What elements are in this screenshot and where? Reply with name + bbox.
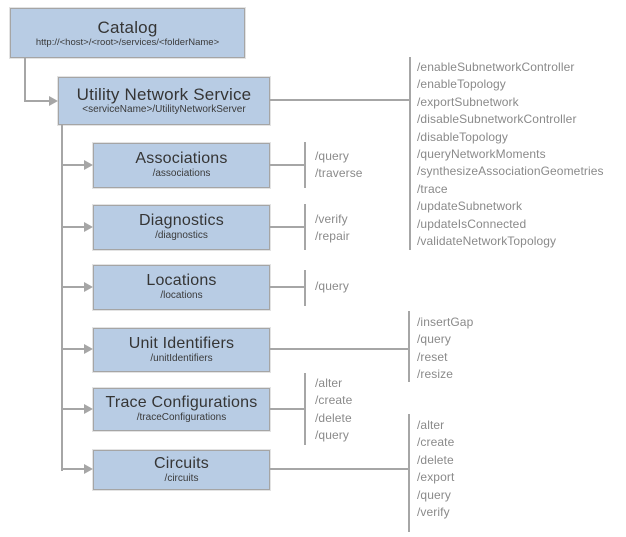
operation-label: /query	[315, 428, 349, 443]
operation-label: /enableSubnetworkController	[417, 60, 575, 74]
operation-label: /verify	[417, 505, 450, 520]
resource-title: Locations	[146, 272, 217, 290]
catalog-url: http://<host>/<root>/services/<folderNam…	[35, 36, 220, 48]
service-title: Utility Network Service	[76, 85, 252, 105]
operation-label: /validateNetworkTopology	[417, 234, 557, 249]
connector-locations-ops	[270, 286, 304, 288]
resource-path: /unitIdentifiers	[150, 352, 213, 364]
node-locations: Locations /locations	[93, 265, 270, 310]
operation-label: /resize	[417, 367, 454, 382]
resource-path: /locations	[160, 290, 203, 302]
catalog-title: Catalog	[97, 17, 158, 37]
connector-branch-trace-configurations	[63, 408, 85, 410]
arrowhead-icon	[84, 344, 93, 354]
diagnostics-operations-list: /verify /repair	[315, 211, 350, 246]
circuits-operations-list: /alter /create /delete /export /query /v…	[417, 417, 454, 521]
connector-catalog-vertical	[24, 58, 26, 102]
operation-label: /insertGap	[417, 315, 474, 329]
connector-diagnostics-ops	[270, 226, 304, 228]
arrowhead-icon	[84, 282, 93, 292]
node-associations: Associations /associations	[93, 143, 270, 188]
connector-branch-unit-identifiers	[63, 348, 85, 350]
arrowhead-icon	[84, 464, 93, 474]
bracket-diagnostics-ops	[304, 204, 306, 250]
connector-branch-diagnostics	[63, 226, 85, 228]
node-trace-configurations: Trace Configurations /traceConfiguration…	[93, 388, 270, 431]
node-unit-identifiers: Unit Identifiers /unitIdentifiers	[93, 328, 270, 372]
resource-title: Unit Identifiers	[128, 334, 235, 352]
bracket-associations-ops	[304, 142, 306, 188]
operation-label: /query	[417, 487, 451, 502]
connector-branch-locations	[63, 286, 85, 288]
operation-label: /query	[417, 332, 451, 347]
bracket-locations-ops	[304, 270, 306, 306]
bracket-unit-identifiers-ops	[408, 311, 410, 382]
locations-operations-list: /query	[315, 278, 349, 295]
operation-label: /queryNetworkMoments	[417, 147, 546, 162]
bracket-circuits-ops	[408, 414, 410, 532]
connector-branch-circuits	[63, 468, 85, 470]
service-path: <serviceName>/UtilityNetworkServer	[82, 104, 246, 116]
operation-label: /trace	[417, 181, 448, 196]
resource-path: /circuits	[164, 472, 199, 484]
resource-title: Circuits	[154, 454, 209, 472]
connector-trunk-vertical	[61, 125, 63, 471]
operation-label: /alter	[315, 376, 343, 390]
connector-unit-identifiers-ops	[270, 348, 408, 350]
operation-label: /updateIsConnected	[417, 216, 527, 231]
connector-circuits-ops	[270, 468, 408, 470]
resource-title: Associations	[135, 150, 228, 168]
operation-label: /enableTopology	[417, 77, 506, 92]
arrowhead-icon	[49, 96, 58, 106]
connector-service-ops	[270, 99, 409, 101]
operation-label: /disableTopology	[417, 129, 508, 144]
resource-title: Diagnostics	[139, 212, 224, 230]
connector-branch-associations	[63, 164, 85, 166]
arrowhead-icon	[84, 404, 93, 414]
arrowhead-icon	[84, 160, 93, 170]
resource-path: /diagnostics	[155, 230, 208, 242]
node-circuits: Circuits /circuits	[93, 450, 270, 490]
connector-associations-ops	[270, 164, 304, 166]
operation-label: /exportSubnetwork	[417, 94, 519, 109]
operation-label: /delete	[417, 452, 454, 467]
bracket-service-ops	[409, 57, 411, 250]
operation-label: /verify	[315, 212, 348, 226]
operation-label: /disableSubnetworkController	[417, 112, 577, 127]
service-operations-list: /enableSubnetworkController /enableTopol…	[417, 59, 604, 250]
operation-label: /alter	[417, 418, 445, 432]
operation-label: /create	[417, 435, 455, 450]
operation-label: /reset	[417, 349, 448, 364]
resource-path: /traceConfigurations	[136, 412, 227, 424]
operation-label: /synthesizeAssociationGeometries	[417, 164, 604, 179]
node-catalog: Catalog http://<host>/<root>/services/<f…	[10, 8, 245, 58]
node-utility-network-service: Utility Network Service <serviceName>/Ut…	[58, 77, 270, 125]
unit-identifiers-operations-list: /insertGap /query /reset /resize	[417, 314, 473, 384]
arrowhead-icon	[84, 222, 93, 232]
operation-label: /delete	[315, 410, 352, 425]
bracket-trace-configurations-ops	[304, 373, 306, 445]
resource-path: /associations	[152, 168, 211, 180]
operation-label: /query	[315, 149, 349, 163]
node-diagnostics: Diagnostics /diagnostics	[93, 205, 270, 250]
connector-catalog-horizontal	[24, 100, 50, 102]
operation-label: /traverse	[315, 166, 363, 181]
operation-label: /repair	[315, 229, 350, 244]
resource-title: Trace Configurations	[105, 394, 258, 412]
connector-trace-configurations-ops	[270, 408, 304, 410]
operation-label: /query	[315, 279, 349, 293]
trace-configurations-operations-list: /alter /create /delete /query	[315, 375, 352, 445]
operation-label: /export	[417, 470, 455, 485]
operation-label: /updateSubnetwork	[417, 199, 523, 214]
associations-operations-list: /query /traverse	[315, 148, 363, 183]
operation-label: /create	[315, 393, 353, 408]
